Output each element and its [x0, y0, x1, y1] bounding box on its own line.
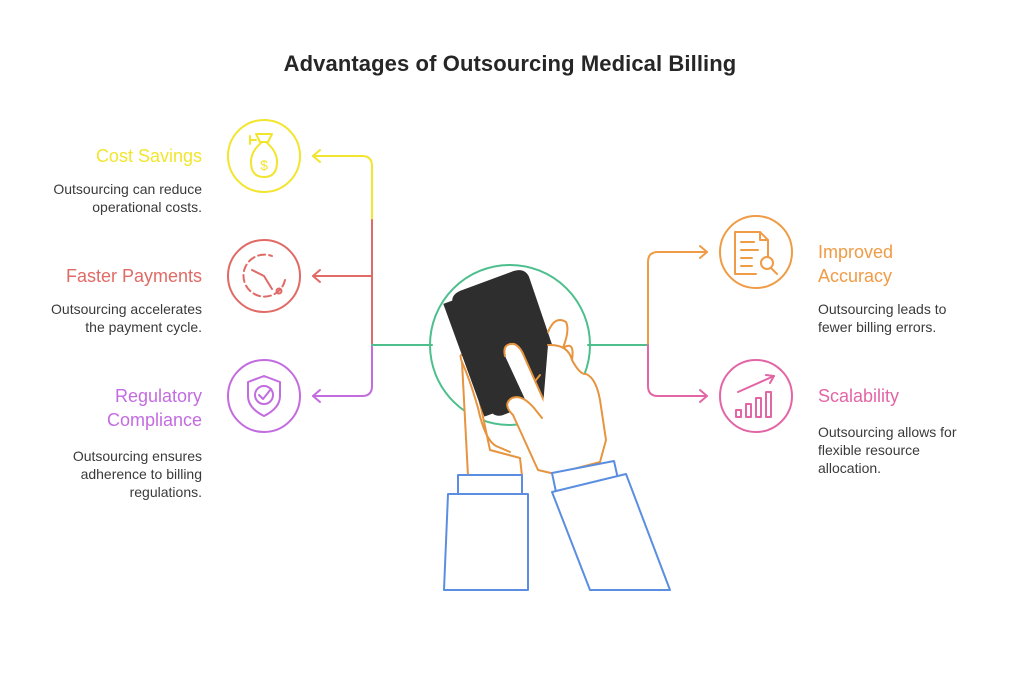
- stopwatch-icon: [242, 253, 286, 298]
- connector-accuracy: [647, 251, 708, 346]
- heading-scalability: Scalability: [818, 386, 900, 406]
- left-cuff: [457, 474, 523, 495]
- icon-regulatory: [227, 359, 301, 433]
- hand-back: [506, 343, 607, 475]
- phone-screen-shape: [443, 283, 541, 417]
- svg-text:$: $: [260, 157, 268, 173]
- connector-scalability: [647, 344, 708, 397]
- connectors: [312, 149, 708, 403]
- connector-regulatory: [312, 344, 373, 397]
- money-bag-icon-circle: [227, 119, 301, 193]
- icon-faster-payments: [227, 239, 301, 313]
- thumb: [461, 361, 511, 453]
- growth-chart-icon-circle: [719, 359, 793, 433]
- right-sleeve: [551, 473, 671, 591]
- icon-scalability: [719, 359, 793, 433]
- heading-accuracy: Improved Accuracy: [818, 242, 894, 286]
- arrowhead-accuracy: [699, 245, 708, 259]
- heading-cost-savings: Cost Savings: [95, 146, 202, 166]
- center-circle: [429, 264, 591, 426]
- arrowhead-scalability: [699, 389, 708, 403]
- shield-check-icon-circle: [227, 359, 301, 433]
- icon-cost-savings: $: [227, 119, 301, 193]
- desc-accuracy: Outsourcing leads to fewer billing error…: [818, 301, 947, 335]
- arrowhead-cost-savings: [312, 149, 321, 163]
- diagram-title: Advantages of Outsourcing Medical Billin…: [283, 51, 737, 76]
- connector-cost-savings: [312, 155, 373, 221]
- heading-regulatory: Regulatory Compliance: [106, 386, 202, 430]
- connector-faster-payments: [312, 219, 373, 277]
- left-sleeve: [443, 493, 529, 591]
- document-search-icon: [734, 231, 778, 275]
- desc-faster-payments: Outsourcing accelerates the payment cycl…: [51, 301, 202, 335]
- desc-regulatory: Outsourcing ensures adherence to billing…: [72, 448, 202, 500]
- hand-holding-phone-icon: [429, 264, 671, 591]
- heading-faster-payments: Faster Payments: [65, 266, 202, 286]
- growth-chart-icon: [735, 374, 775, 418]
- icon-accuracy: [719, 215, 793, 289]
- shield-check-icon: [247, 375, 281, 417]
- money-bag-icon: $: [249, 133, 279, 178]
- document-search-icon-circle: [719, 215, 793, 289]
- arrowhead-regulatory: [312, 389, 321, 403]
- desc-cost-savings: Outsourcing can reduce operational costs…: [53, 181, 202, 215]
- desc-scalability: Outsourcing allows for flexible resource…: [818, 424, 957, 476]
- arrowhead-faster-payments: [312, 269, 321, 283]
- stopwatch-icon-circle: [227, 239, 301, 313]
